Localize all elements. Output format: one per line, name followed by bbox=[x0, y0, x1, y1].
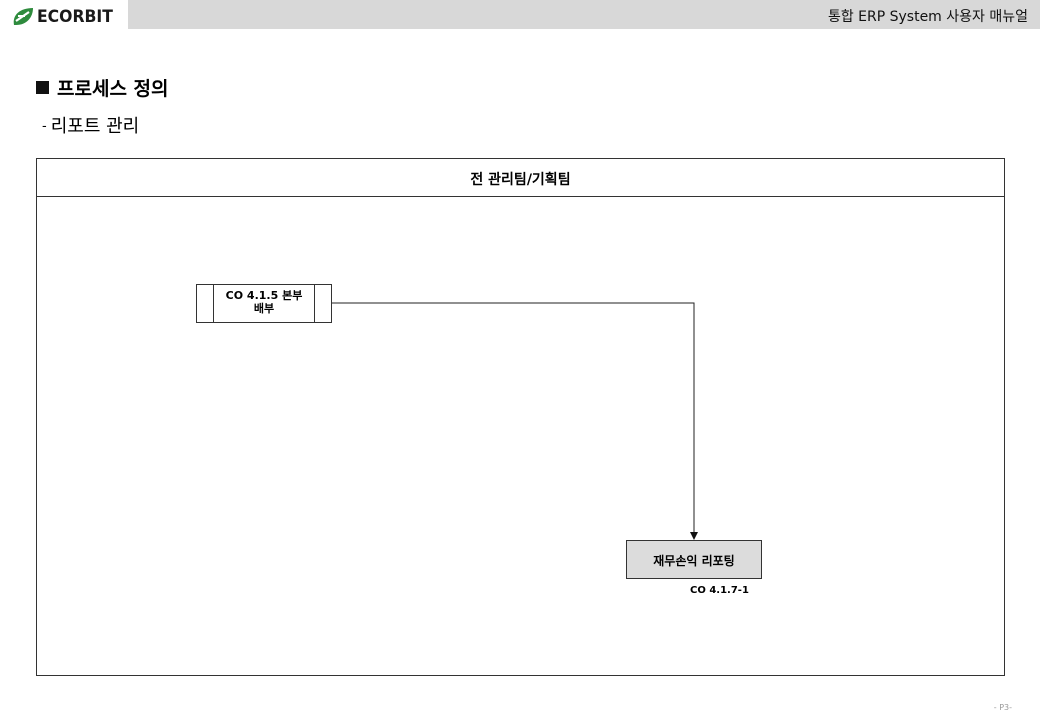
header-bar: 통합 ERP System 사용자 매뉴얼 bbox=[128, 0, 1040, 29]
process-box-reporting[interactable]: 재무손익 리포팅 bbox=[626, 540, 762, 579]
process-label: 재무손익 리포팅 bbox=[653, 554, 735, 568]
page-number: - P3- bbox=[993, 703, 1012, 712]
subprocess-label-line1: CO 4.1.5 본부 bbox=[225, 289, 303, 302]
logo-text: ECORBIT bbox=[37, 7, 113, 27]
subprocess-label-line2: 배부 bbox=[253, 302, 275, 315]
subprocess-label: CO 4.1.5 본부 배부 bbox=[215, 289, 313, 315]
leaf-logo-icon bbox=[13, 8, 34, 25]
manual-title: 통합 ERP System 사용자 매뉴얼 bbox=[827, 9, 1028, 25]
section-title-text: 프로세스 정의 bbox=[57, 78, 169, 100]
company-logo: ECORBIT bbox=[10, 5, 120, 29]
section-title: 프로세스 정의 bbox=[36, 74, 169, 101]
swimlane-header: 전 관리팀/기획팀 bbox=[37, 159, 1004, 197]
process-diagram-frame: 전 관리팀/기획팀 bbox=[36, 158, 1005, 676]
section-subtitle: -리포트 관리 bbox=[42, 112, 139, 138]
subtitle-text: 리포트 관리 bbox=[50, 116, 140, 137]
process-code: CO 4.1.7-1 bbox=[690, 585, 749, 596]
swimlane-title: 전 관리팀/기획팀 bbox=[470, 172, 571, 188]
bullet-square-icon bbox=[36, 81, 49, 94]
subtitle-dash: - bbox=[42, 119, 47, 134]
subprocess-left-bar bbox=[213, 285, 214, 322]
subprocess-right-bar bbox=[314, 285, 315, 322]
subprocess-box-allocation[interactable]: CO 4.1.5 본부 배부 bbox=[196, 284, 332, 323]
